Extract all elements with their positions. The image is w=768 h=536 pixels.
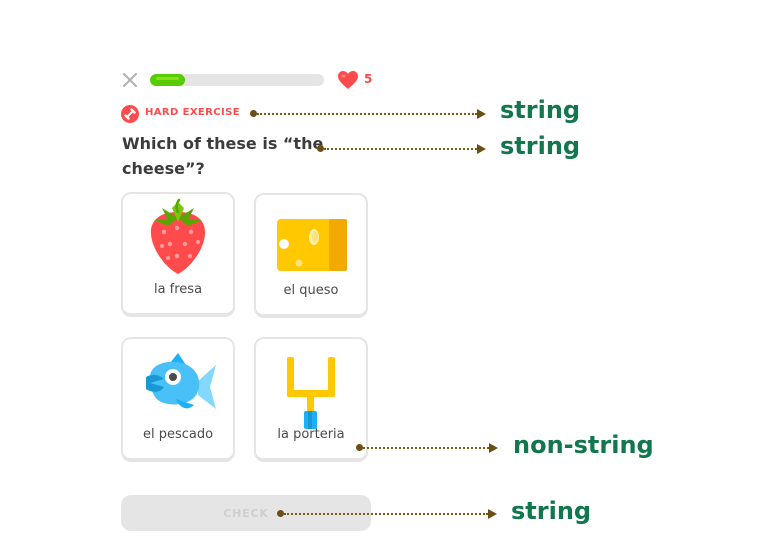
strawberry-image: [123, 198, 233, 284]
annotation-arrow-icon: [477, 144, 486, 154]
annotation-arrow-icon: [489, 443, 498, 453]
annotation-line: [257, 113, 477, 115]
choice-label: la porteria: [277, 427, 345, 442]
choice-label: el queso: [283, 283, 339, 298]
goalpost-image: [256, 343, 366, 429]
annotation-dot: [356, 444, 363, 451]
choice-card-el-queso[interactable]: el queso: [254, 193, 368, 318]
choice-label: el pescado: [142, 427, 214, 442]
annotation-label: string: [500, 96, 581, 124]
progress-fill: [150, 74, 185, 86]
dumbbell-icon: [121, 105, 139, 123]
exercise-tag-label: HARD EXERCISE: [145, 107, 240, 118]
progress-bar: [150, 74, 324, 86]
cheese-image: [256, 199, 366, 285]
annotation-arrow-icon: [488, 509, 497, 519]
question-text: Which of these is “the cheese”?: [122, 134, 324, 178]
annotation-label: non-string: [513, 431, 654, 459]
choice-card-la-fresa[interactable]: la fresa: [121, 192, 235, 317]
annotation-label: string: [511, 497, 592, 525]
annotation-line: [284, 513, 488, 515]
annotation-dot: [317, 145, 324, 152]
choice-card-el-pescado[interactable]: el pescado: [121, 337, 235, 462]
annotation-dot: [250, 110, 257, 117]
annotation-line: [363, 447, 489, 449]
close-icon[interactable]: [121, 71, 139, 89]
choice-card-la-porteria[interactable]: la porteria: [254, 337, 368, 462]
annotation-arrow-icon: [477, 109, 486, 119]
fish-image: [123, 343, 233, 429]
heart-icon: [337, 70, 359, 90]
hearts-count: 5: [364, 72, 373, 86]
annotation-label: string: [500, 132, 581, 160]
choice-label: la fresa: [153, 282, 203, 297]
annotation-line: [324, 148, 477, 150]
annotation-dot: [277, 510, 284, 517]
